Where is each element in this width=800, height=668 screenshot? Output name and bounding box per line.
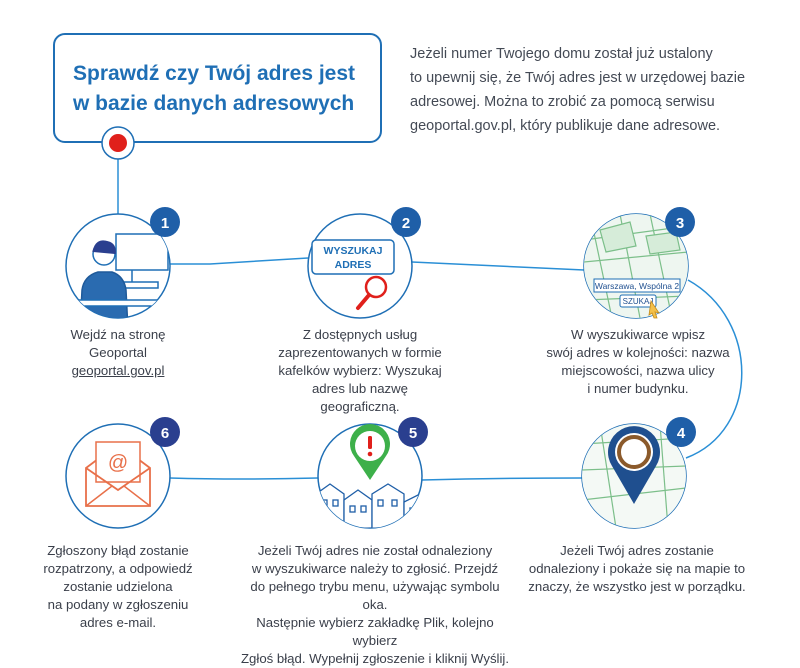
step-3-caption-line: swój adres w kolejności: nazwa — [546, 345, 730, 360]
search-button[interactable] — [619, 294, 657, 308]
envelope-icon: @ — [85, 441, 151, 507]
connector-3-to-4 — [685, 279, 743, 459]
step-4-caption: Jeżeli Twój adres zostanie odnaleziony i… — [526, 542, 748, 596]
connector-1-to-2 — [170, 257, 309, 265]
step-4-caption-line: Jeżeli Twój adres zostanie — [560, 543, 714, 558]
connector-lines — [117, 158, 743, 481]
step-3-caption-line: W wyszukiwarce wpisz — [570, 327, 706, 342]
step-6-illustration: @ 6 — [65, 417, 180, 529]
red-dot-marker — [101, 126, 135, 160]
step-1-caption-line: Wejdź na stronę — [70, 327, 166, 342]
address-search-value: Warszawa, Wspólna 2 — [595, 281, 680, 291]
search-tile-line-1: WYSZUKAJ — [324, 245, 383, 257]
step-6-badge — [150, 417, 180, 447]
connector-2-to-3 — [411, 261, 585, 271]
step-3-caption: W wyszukiwarce wpisz swój adres w kolejn… — [540, 326, 736, 398]
intro-line-1: Jeżeli numer Twojego domu został już ust… — [410, 46, 713, 62]
step-1-caption-line: Geoportal — [89, 345, 147, 360]
intro-line-4: geoportal.gov.pl, który publikuje dane a… — [410, 118, 721, 134]
step-6-caption-line: rozpatrzony, a odpowiedź — [43, 561, 193, 576]
step-2-caption: Z dostępnych usług zaprezentowanych w fo… — [272, 326, 448, 416]
page-title: Sprawdź czy Twój adres jest w bazie dany… — [73, 59, 373, 119]
intro-line-2: to upewnij się, że Twój adres jest w urz… — [410, 70, 746, 86]
step-3-number: 3 — [676, 215, 684, 232]
step-6-number: 6 — [161, 425, 169, 442]
step-1-caption: Wejdź na stronę Geoportal geoportal.gov.… — [40, 326, 196, 380]
step-2-badge — [391, 207, 421, 237]
step-2-caption-line: Z dostępnych usług — [302, 327, 418, 342]
step-4-number: 4 — [677, 425, 686, 442]
step-1-number: 1 — [161, 215, 169, 232]
step-2-caption-line: kafelków wybierz: Wyszukaj — [278, 363, 442, 378]
step-6-caption-line: Zgłoszony błąd zostanie — [47, 543, 189, 558]
step-2-number: 2 — [402, 215, 410, 232]
step-6-caption-line: adres e-mail. — [79, 615, 157, 630]
step-5-caption-line: do pełnego trybu menu, używając symbolu … — [250, 579, 500, 612]
search-tile-line-2: ADRES — [335, 259, 372, 271]
step-6-caption-line: zostanie udzielona — [63, 579, 173, 594]
search-button-label: SZUKAJ — [623, 297, 654, 306]
step-3-illustration: Warszawa, Wspólna 2 SZUKAJ 3 — [583, 207, 695, 319]
step-4-illustration: 4 — [581, 417, 696, 529]
title-box: Sprawdź czy Twój adres jest w bazie dany… — [53, 33, 382, 143]
step-3-caption-line: miejscowości, nazwa ulicy — [561, 363, 715, 378]
address-search-field[interactable] — [593, 278, 681, 293]
search-tile: WYSZUKAJ ADRES — [311, 239, 395, 275]
step-4-caption-line: znaczy, że wszystko jest w porządku. — [528, 579, 746, 594]
geoportal-link[interactable]: geoportal.gov.pl — [71, 363, 165, 378]
connector-5-to-6 — [169, 477, 319, 480]
step-2-caption-line: adres lub nazwę geograficzną. — [311, 381, 409, 414]
page-title-line-2: w bazie danych adresowych — [73, 92, 355, 115]
step-5-number: 5 — [409, 425, 417, 442]
step-5-caption: Jeżeli Twój adres nie został odnaleziony… — [240, 542, 510, 668]
intro-text: Jeżeli numer Twojego domu został już ust… — [410, 42, 780, 138]
step-6-caption: Zgłoszony błąd zostanie rozpatrzony, a o… — [40, 542, 196, 632]
map-pin-icon — [608, 426, 660, 504]
step-5-caption-line: Zgłoś błąd. Wypełnij zgłoszenie i klikni… — [241, 651, 509, 666]
step-3-caption-line: i numer budynku. — [587, 381, 689, 396]
step-5-badge — [398, 417, 428, 447]
step-3-badge — [665, 207, 695, 237]
step-5-caption-line: w wyszukiwarce należy to zgłosić. Przejd… — [251, 561, 499, 576]
intro-line-3: adresowej. Można to zrobić za pomocą ser… — [410, 94, 715, 110]
page-title-line-1: Sprawdź czy Twój adres jest — [73, 62, 356, 85]
monitor-icon — [115, 233, 169, 271]
magnifier-icon — [356, 275, 388, 310]
step-1-badge — [150, 207, 180, 237]
step-4-caption-line: odnaleziony i pokaże się na mapie to — [528, 561, 746, 576]
step-5-caption-line: Następnie wybierz zakładkę Plik, kolejno… — [256, 615, 494, 648]
step-6-caption-line: na podany w zgłoszeniu — [47, 597, 189, 612]
step-4-badge — [666, 417, 696, 447]
step-5-illustration: 5 — [317, 417, 428, 529]
connector-4-to-5 — [421, 477, 583, 481]
step-1-illustration: 1 — [65, 207, 180, 319]
step-2-illustration: WYSZUKAJ ADRES 2 — [307, 207, 421, 319]
step-2-caption-line: zaprezentowanych w formie — [278, 345, 442, 360]
step-5-caption-line: Jeżeli Twój adres nie został odnaleziony — [257, 543, 493, 558]
alert-pin-icon — [349, 424, 390, 480]
at-symbol-icon: @ — [108, 452, 128, 474]
cursor-icon — [648, 299, 660, 319]
